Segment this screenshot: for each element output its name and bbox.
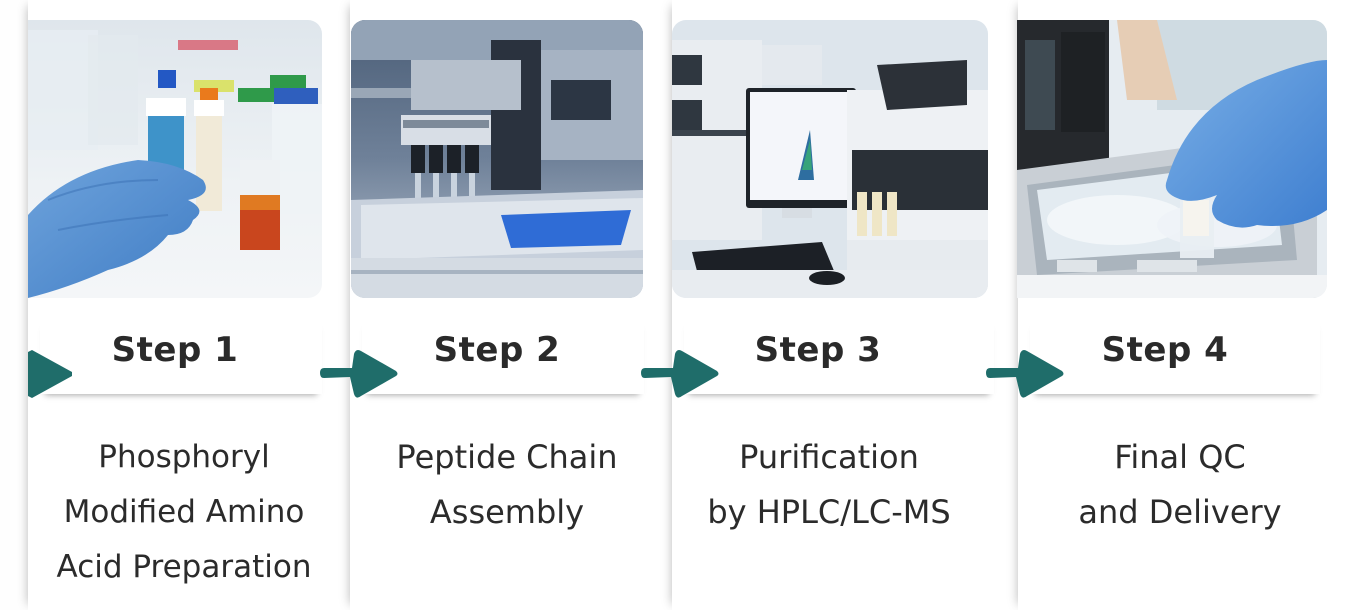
- step-2-title: Step 2: [433, 330, 561, 370]
- step-3-title: Step 3: [754, 330, 882, 370]
- arrow-right-icon: [986, 350, 1064, 398]
- step-1-description: Phosphoryl Modified Amino Acid Preparati…: [56, 439, 312, 585]
- step-3-photo: [672, 20, 988, 298]
- step-1-title: Step 1: [111, 330, 239, 370]
- step-2-photo: [351, 20, 643, 298]
- arrow-right-icon: [28, 350, 74, 398]
- arrow-right-icon: [320, 350, 398, 398]
- step-4-description: Final QC and Delivery: [1078, 438, 1282, 531]
- step-4-title: Step 4: [1101, 330, 1229, 370]
- arrow-right-icon: [641, 350, 719, 398]
- step-4-photo: [1017, 20, 1327, 298]
- step-1-photo: [28, 20, 322, 298]
- step-3-description: Purification by HPLC/LC-MS: [707, 438, 951, 531]
- step-2-description: Peptide Chain Assembly: [396, 438, 618, 531]
